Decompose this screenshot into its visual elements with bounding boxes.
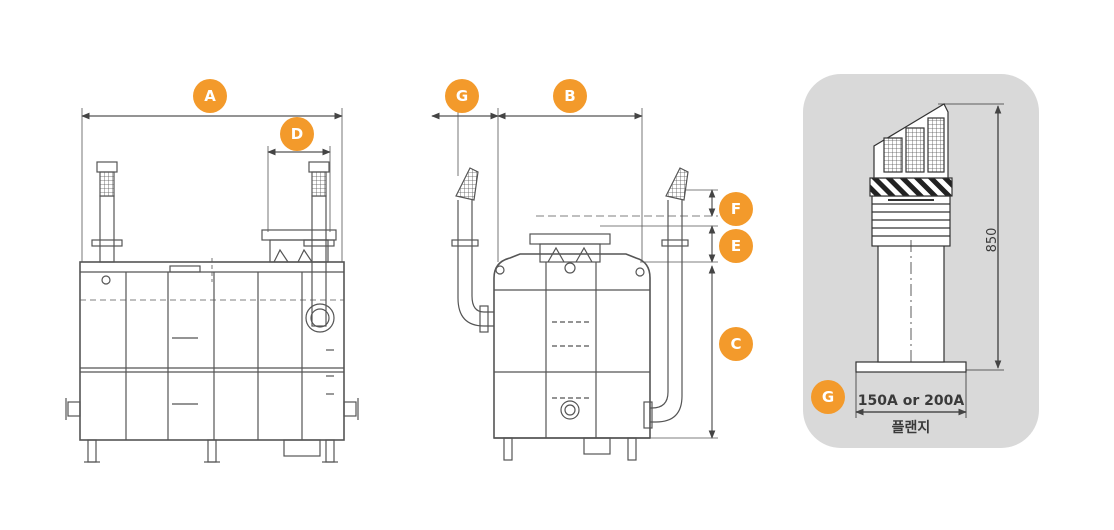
badge-c: C [719, 327, 753, 361]
badge-f-label: F [731, 200, 741, 218]
front-view [65, 108, 359, 463]
badge-b-label: B [564, 87, 575, 105]
badge-a: A [193, 79, 227, 113]
badge-g-detail-label: G [822, 388, 834, 406]
flange-word-label: 플랜지 [892, 419, 931, 436]
flange-size-label: 150A or 200A [858, 393, 965, 409]
badge-c-label: C [730, 335, 741, 353]
vent-height-label: 850 [985, 228, 1000, 253]
side-view [431, 108, 718, 461]
badge-g-side-label: G [456, 87, 468, 105]
badge-d-label: D [291, 125, 303, 143]
badge-a-label: A [204, 87, 216, 105]
badge-e: E [719, 229, 753, 263]
badge-g-detail: G [811, 380, 845, 414]
vent-detail-panel [803, 74, 1039, 448]
badge-f: F [719, 192, 753, 226]
badge-b: B [553, 79, 587, 113]
badge-d: D [280, 117, 314, 151]
badge-e-label: E [731, 237, 741, 255]
badge-g-side: G [445, 79, 479, 113]
